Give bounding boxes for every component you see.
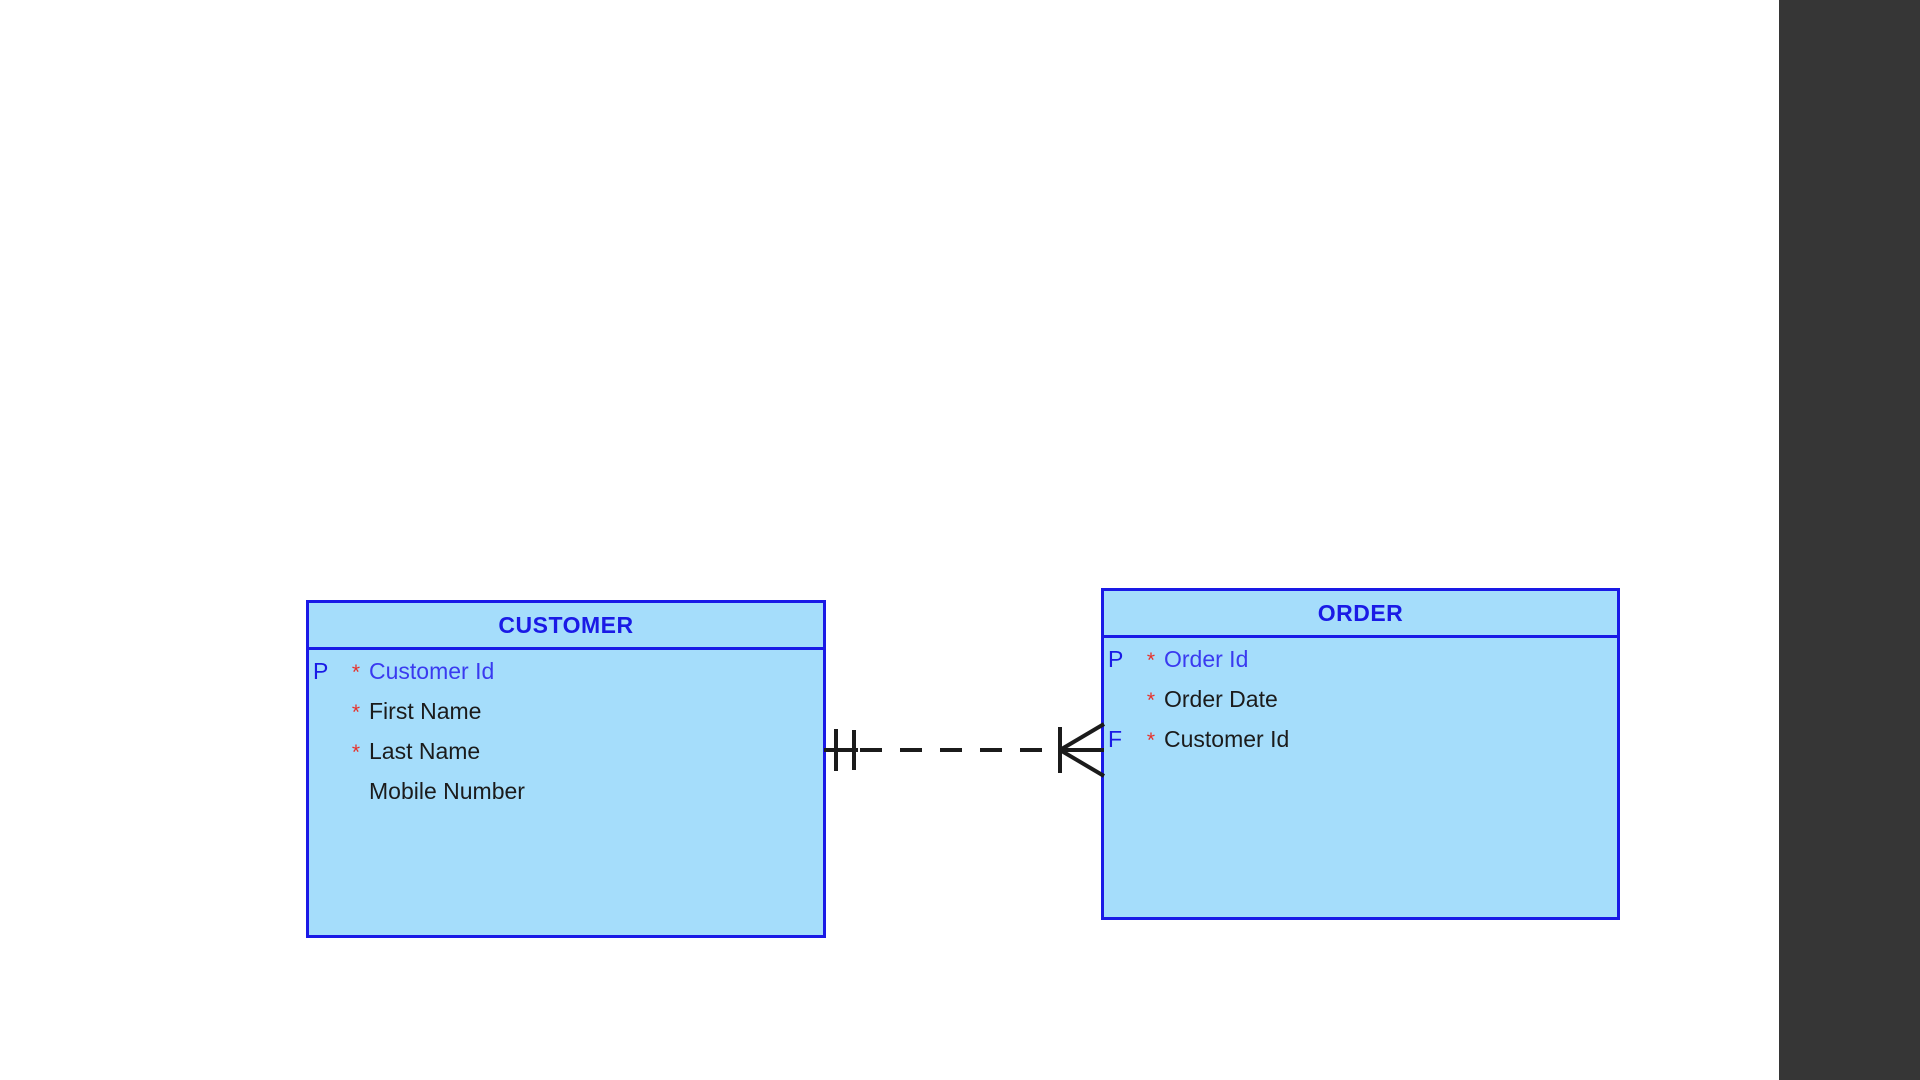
attribute-name: Order Id — [1164, 646, 1249, 672]
attribute-row[interactable]: P * Customer Id — [309, 658, 823, 698]
attribute-name: Customer Id — [369, 658, 495, 684]
attribute-mandatory-marker: * — [1146, 649, 1156, 672]
cardinality-one-and-only-one — [824, 729, 858, 771]
attribute-mandatory-marker: * — [1146, 729, 1156, 752]
entity-order-title: ORDER — [1317, 599, 1404, 626]
entity-order-header: ORDER — [1104, 591, 1617, 638]
attribute-row[interactable]: Mobile Number — [309, 778, 823, 818]
attribute-mandatory-marker: * — [1146, 689, 1156, 712]
attribute-name: First Name — [369, 698, 482, 724]
cardinality-one-or-many — [1058, 722, 1106, 778]
right-dark-band — [1779, 0, 1920, 1080]
entity-customer-header: CUSTOMER — [309, 603, 823, 650]
attribute-row[interactable]: * First Name — [309, 698, 823, 738]
entity-order[interactable]: ORDER P * Order Id * Order Date F * Cust… — [1101, 588, 1620, 920]
attribute-key-indicator: P — [1108, 646, 1124, 672]
attribute-row[interactable]: P * Order Id — [1104, 646, 1617, 686]
attribute-row[interactable]: * Order Date — [1104, 686, 1617, 726]
entity-customer-title: CUSTOMER — [498, 611, 634, 638]
attribute-name: Mobile Number — [369, 778, 525, 804]
entity-order-attributes: P * Order Id * Order Date F * Customer I… — [1104, 638, 1617, 766]
attribute-mandatory-marker: * — [351, 701, 361, 724]
attribute-mandatory-marker: * — [351, 741, 361, 764]
attribute-name: Customer Id — [1164, 726, 1290, 752]
entity-customer[interactable]: CUSTOMER P * Customer Id * First Name * … — [306, 600, 826, 938]
relationship-connector-customer-order[interactable] — [820, 710, 1110, 790]
attribute-mandatory-marker: * — [351, 661, 361, 684]
attribute-row[interactable]: F * Customer Id — [1104, 726, 1617, 766]
entity-customer-attributes: P * Customer Id * First Name * Last Name… — [309, 650, 823, 818]
attribute-key-indicator: F — [1108, 726, 1123, 752]
attribute-name: Order Date — [1164, 686, 1278, 712]
attribute-row[interactable]: * Last Name — [309, 738, 823, 778]
attribute-key-indicator: P — [313, 658, 329, 684]
attribute-name: Last Name — [369, 738, 481, 764]
